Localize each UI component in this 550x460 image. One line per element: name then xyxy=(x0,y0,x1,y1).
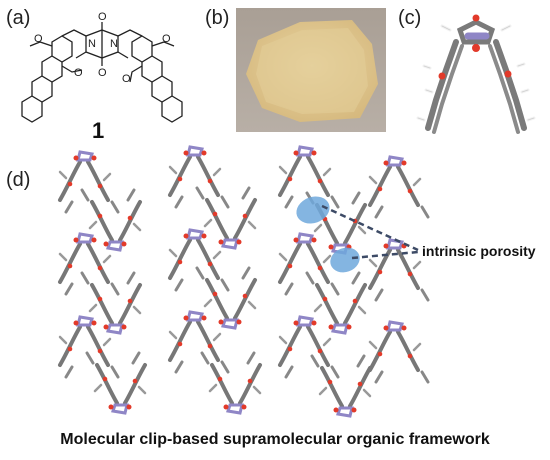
figure-caption: Molecular clip-based supramolecular orga… xyxy=(60,431,490,448)
pore-highlights xyxy=(296,196,419,273)
methoxy-o-3: O xyxy=(162,33,171,45)
panel-a-label: (a) xyxy=(6,7,30,29)
compound-number: 1 xyxy=(92,118,104,143)
carbonyl-bottom: O xyxy=(98,67,107,79)
nitrogen-left: N xyxy=(88,38,96,50)
panel-c-label: (c) xyxy=(398,7,421,29)
chemical-structure xyxy=(21,22,183,123)
packing-diagram xyxy=(58,145,430,418)
methoxy-o-4: O xyxy=(122,73,131,85)
molecular-model xyxy=(416,14,536,134)
panel-b-label: (b) xyxy=(205,7,229,29)
methoxy-o-2: O xyxy=(74,67,83,79)
carbonyl-top: O xyxy=(98,11,107,23)
powder-photo xyxy=(236,8,386,132)
panel-d-label: (d) xyxy=(6,169,30,191)
nitrogen-right: N xyxy=(110,38,118,50)
methoxy-o-1: O xyxy=(34,33,43,45)
porosity-annotation: intrinsic porosity xyxy=(422,243,536,259)
